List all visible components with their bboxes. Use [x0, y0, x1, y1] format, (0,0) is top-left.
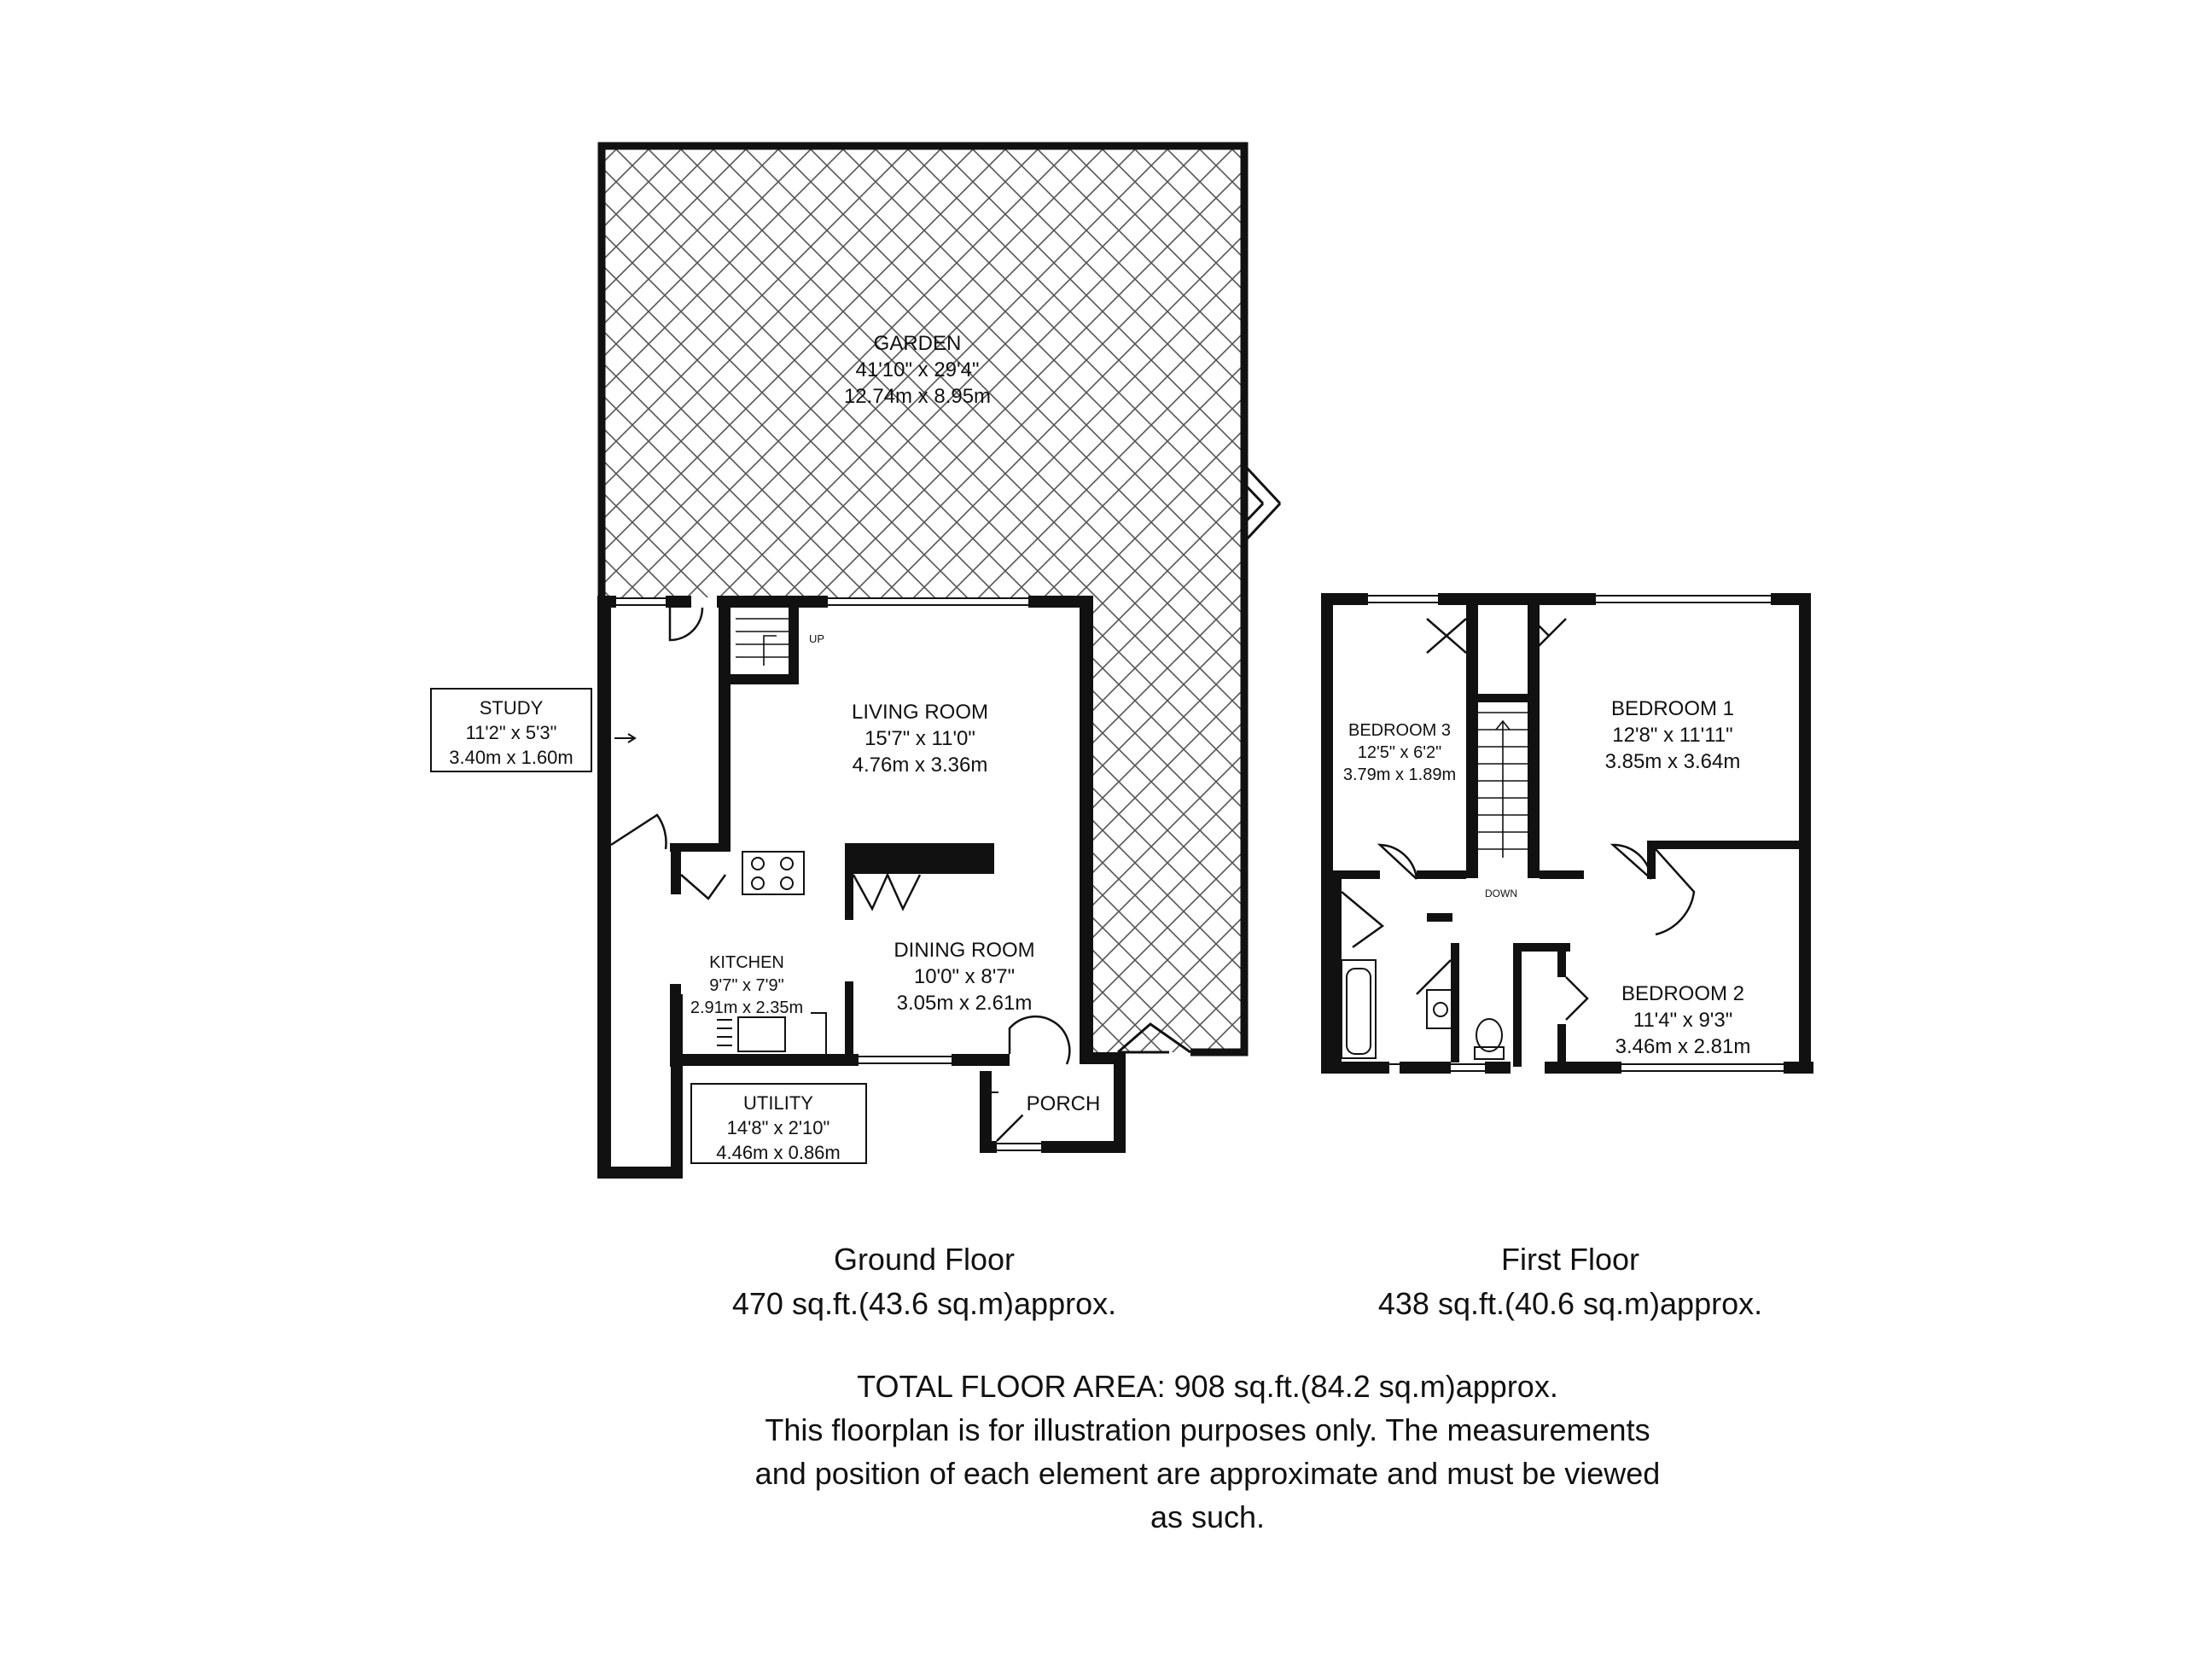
garden-name: GARDEN: [874, 332, 962, 355]
utility-label: UTILITY 14'8" x 2'10" 4.46m x 0.86m: [690, 1083, 867, 1164]
bedroom-3-name: BEDROOM 3: [1348, 721, 1451, 740]
porch-label: PORCH: [1022, 1088, 1106, 1115]
living-room-metric: 4.76m x 3.36m: [853, 754, 988, 777]
front-gate: [1117, 1022, 1191, 1054]
bath-icon: [1341, 959, 1377, 1059]
kitchen-label: KITCHEN 9'7" x 7'9" 2.91m x 2.35m: [683, 953, 811, 1017]
sink-icon: [680, 1012, 827, 1057]
bedroom-3-metric: 3.79m x 1.89m: [1343, 765, 1456, 784]
kitchen-name: KITCHEN: [709, 953, 784, 972]
footer-notes: TOTAL FLOOR AREA: 908 sq.ft.(84.2 sq.m)a…: [755, 1369, 1661, 1534]
bedroom-1-label: BEDROOM 1 12'8" x 11'11" 3.85m x 3.64m: [1605, 697, 1741, 773]
ground-stairs: [736, 618, 789, 666]
first-floor-caption: First Floor 438 sq.ft.(40.6 sq.m)approx.: [1378, 1242, 1762, 1321]
ground-floor-title: Ground Floor: [834, 1242, 1015, 1277]
toilet-icon: [1474, 1018, 1505, 1060]
kitchen-imperial: 9'7" x 7'9": [709, 976, 783, 995]
bedroom-2-metric: 3.46m x 2.81m: [1615, 1035, 1751, 1058]
hob-icon: [742, 851, 805, 895]
ground-doors: [610, 607, 1071, 1142]
study-label: STUDY 11'2" x 5'3" 3.40m x 1.60m: [430, 688, 592, 772]
kitchen-metric: 2.91m x 2.35m: [690, 998, 803, 1017]
first-stair-label: DOWN: [1485, 888, 1517, 899]
garden-label: GARDEN 41'10" x 29'4" 12.74m x 8.95m: [844, 332, 991, 408]
study-partition: [614, 733, 998, 1093]
study-metric: 3.40m x 1.60m: [449, 747, 573, 768]
ground-floor-plan: UP GARDEN 41'10" x 29'4" 12.74m x: [430, 142, 1282, 1179]
first-walls: [1321, 593, 1813, 1074]
dining-room-name: DINING ROOM: [894, 939, 1034, 962]
ground-stair-label: UP: [809, 632, 824, 645]
garden-boundary: [597, 142, 1249, 1057]
living-room-label: LIVING ROOM 15'7" x 11'0" 4.76m x 3.36m: [852, 701, 988, 777]
ground-floor-area: 470 sq.ft.(43.6 sq.m)approx.: [732, 1286, 1116, 1321]
garden-imperial: 41'10" x 29'4": [856, 358, 980, 381]
bedroom-2-imperial: 11'4" x 9'3": [1633, 1009, 1733, 1032]
porch-name: PORCH: [1027, 1092, 1101, 1115]
bedroom-2-name: BEDROOM 2: [1621, 982, 1744, 1005]
living-room-name: LIVING ROOM: [852, 701, 988, 724]
disclaimer-line-2: and position of each element are approxi…: [755, 1456, 1661, 1491]
dining-room-metric: 3.05m x 2.61m: [897, 992, 1033, 1015]
dining-room-label: DINING ROOM 10'0" x 8'7" 3.05m x 2.61m: [894, 939, 1034, 1015]
ground-floor-caption: Ground Floor 470 sq.ft.(43.6 sq.m)approx…: [732, 1242, 1116, 1321]
bedroom-1-name: BEDROOM 1: [1611, 697, 1734, 720]
living-room-imperial: 15'7" x 11'0": [864, 727, 975, 750]
first-floor-plan: DOWN BEDROOM 3 12'5" x 6'2" 3.79m x 1.89…: [1321, 593, 1813, 1074]
first-stairs: [1478, 712, 1528, 858]
first-windows: [1351, 595, 1784, 1072]
bedroom-3-imperial: 12'5" x 6'2": [1358, 743, 1442, 762]
study-name: STUDY: [480, 697, 544, 719]
utility-metric: 4.46m x 0.86m: [716, 1142, 841, 1163]
garden-gate: [1243, 463, 1282, 544]
bathroom-sink-icon: [1426, 989, 1453, 1029]
garden-metric: 12.74m x 8.95m: [844, 385, 991, 408]
garden-area: [602, 146, 1244, 1052]
utility-name: UTILITY: [743, 1092, 813, 1114]
disclaimer-line-1: This floorplan is for illustration purpo…: [765, 1412, 1650, 1447]
first-floor-title: First Floor: [1501, 1242, 1639, 1277]
ground-walls: [597, 596, 1126, 1179]
bedroom-1-imperial: 12'8" x 11'11": [1612, 724, 1732, 747]
utility-imperial: 14'8" x 2'10": [727, 1117, 830, 1138]
dining-room-imperial: 10'0" x 8'7": [914, 965, 1015, 988]
first-floor-area: 438 sq.ft.(40.6 sq.m)approx.: [1378, 1286, 1762, 1321]
study-imperial: 11'2" x 5'3": [466, 722, 557, 743]
first-doors: [1341, 618, 1696, 1021]
total-floor-area: TOTAL FLOOR AREA: 908 sq.ft.(84.2 sq.m)a…: [857, 1369, 1558, 1404]
bedroom-3-label: BEDROOM 3 12'5" x 6'2" 3.79m x 1.89m: [1343, 721, 1456, 784]
bedroom-1-metric: 3.85m x 3.64m: [1605, 750, 1741, 773]
bedroom-2-label: BEDROOM 2 11'4" x 9'3" 3.46m x 2.81m: [1615, 982, 1751, 1058]
disclaimer-line-3: as such.: [1150, 1499, 1265, 1534]
